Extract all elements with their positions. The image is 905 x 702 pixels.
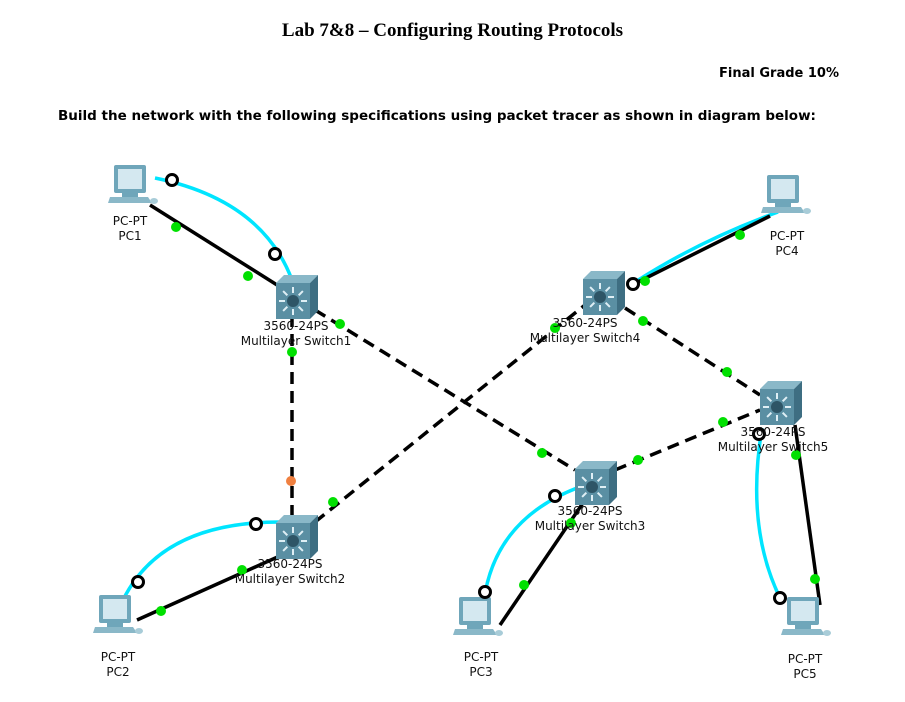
switch-name: Multilayer Switch5: [718, 440, 829, 454]
link-status-up: [328, 497, 338, 507]
link-status-up: [519, 580, 529, 590]
console-port-indicator: [165, 173, 179, 187]
link-status-up: [566, 518, 576, 528]
crossover-cable: [313, 303, 587, 524]
link-status-up: [537, 448, 547, 458]
multilayer-switch-icon[interactable]: [760, 381, 802, 425]
switch-model: 3560-24PS: [264, 319, 329, 333]
link-status-up: [171, 222, 181, 232]
console-port-indicator: [268, 247, 282, 261]
switch-name: Multilayer Switch4: [530, 331, 641, 345]
pc-name: PC1: [118, 229, 141, 243]
pc-icon[interactable]: [108, 165, 158, 204]
pc-name: PC3: [469, 665, 492, 679]
pc-icon[interactable]: [453, 597, 503, 636]
page-title: Lab 7&8 – Configuring Routing Protocols: [281, 20, 624, 41]
pc-icon[interactable]: [93, 595, 143, 634]
link-status-up: [633, 455, 643, 465]
pc-model: PC-PT: [113, 214, 148, 228]
console-port-indicator: [626, 277, 640, 291]
instructions: Build the network with the following spe…: [58, 108, 816, 124]
multilayer-switch-icon[interactable]: [575, 461, 617, 505]
link-status-up: [243, 271, 253, 281]
multilayer-switch-icon[interactable]: [276, 275, 318, 319]
console-port-indicator: [131, 575, 145, 589]
pc-model: PC-PT: [770, 229, 805, 243]
link-status-up: [550, 323, 560, 333]
switch-model: 3560-24PS: [741, 425, 806, 439]
pc-icon[interactable]: [781, 597, 831, 636]
console-cable: [154, 176, 294, 281]
pc-model: PC-PT: [788, 652, 823, 666]
pc-icon[interactable]: [761, 175, 811, 214]
switch-model: 3560-24PS: [558, 504, 623, 518]
switch-model: 3560-24PS: [258, 557, 323, 571]
straight-through-cable: [149, 203, 286, 292]
pc-name: PC5: [793, 667, 816, 681]
final-grade: Final Grade 10%: [719, 66, 839, 81]
console-port-indicator: [249, 517, 263, 531]
switch-name: Multilayer Switch3: [535, 519, 646, 533]
link-status-up: [335, 319, 345, 329]
multilayer-switch-icon[interactable]: [583, 271, 625, 315]
console-port-indicator: [548, 489, 562, 503]
console-cable: [631, 210, 779, 286]
link-status-up: [287, 347, 297, 357]
console-port-indicator: [752, 427, 766, 441]
console-cable: [754, 427, 784, 603]
console-port-indicator: [773, 591, 787, 605]
pc-model: PC-PT: [101, 650, 136, 664]
link-status-up: [156, 606, 166, 616]
link-status-up: [810, 574, 820, 584]
link-status-up: [722, 367, 732, 377]
switch-model: 3560-24PS: [553, 316, 618, 330]
link-status-up: [718, 417, 728, 427]
crossover-cable: [314, 308, 576, 472]
switch-name: Multilayer Switch2: [235, 572, 346, 586]
console-port-indicator: [478, 585, 492, 599]
link-status-up: [791, 450, 801, 460]
straight-through-cable: [629, 214, 771, 288]
switch-name: Multilayer Switch1: [241, 334, 352, 348]
pc-name: PC4: [775, 244, 798, 258]
link-status-pending: [286, 476, 296, 486]
link-status-up: [735, 230, 745, 240]
multilayer-switch-icon[interactable]: [276, 515, 318, 559]
link-status-up: [638, 316, 648, 326]
pc-model: PC-PT: [464, 650, 499, 664]
pc-name: PC2: [106, 665, 129, 679]
link-status-up: [640, 276, 650, 286]
link-status-up: [237, 565, 247, 575]
